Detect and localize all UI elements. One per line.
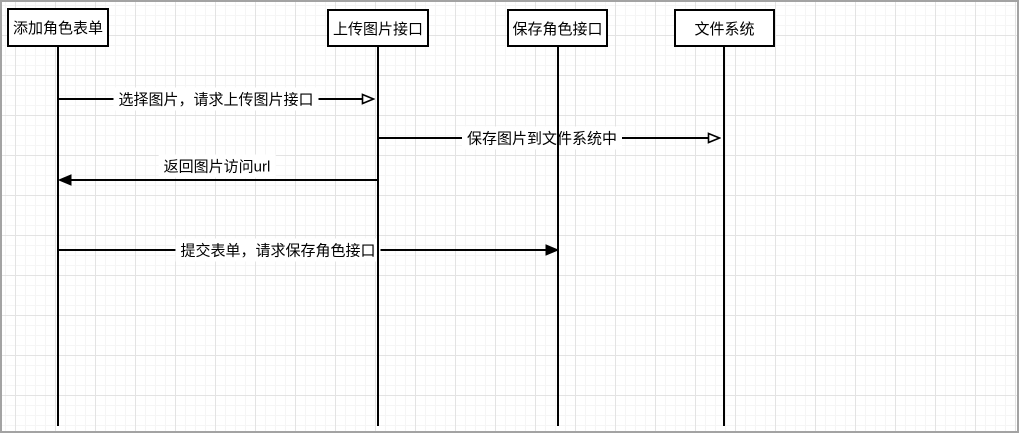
actor-add-role-form[interactable]: 添加角色表单: [7, 8, 109, 47]
filled-arrowhead-icon: [545, 244, 559, 256]
message-label-submit-form[interactable]: 提交表单，请求保存角色接口: [175, 238, 381, 262]
message-label-select-image[interactable]: 选择图片，请求上传图片接口: [113, 87, 319, 111]
open-arrowhead-icon: [361, 93, 375, 105]
message-line-return-image-url[interactable]: [70, 179, 378, 181]
actor-file-system[interactable]: 文件系统: [674, 9, 775, 47]
message-label-save-image-to-fs[interactable]: 保存图片到文件系统中: [461, 126, 623, 150]
actor-label: 保存角色接口: [512, 20, 603, 38]
message-label-return-image-url[interactable]: 返回图片访问url: [158, 154, 276, 178]
actor-label: 添加角色表单: [12, 20, 103, 37]
actor-label: 上传图片接口: [332, 20, 423, 38]
actor-upload-image-api[interactable]: 上传图片接口: [327, 9, 429, 47]
lifeline-file-system: [723, 47, 725, 426]
actor-save-role-api[interactable]: 保存角色接口: [507, 9, 608, 47]
actor-label: 文件系统: [694, 20, 755, 38]
lifeline-upload-image-api: [377, 47, 379, 426]
filled-arrowhead-icon: [58, 174, 72, 186]
lifeline-save-role-api: [557, 47, 559, 426]
lifeline-add-role-form: [57, 47, 59, 426]
open-arrowhead-icon: [707, 132, 721, 144]
